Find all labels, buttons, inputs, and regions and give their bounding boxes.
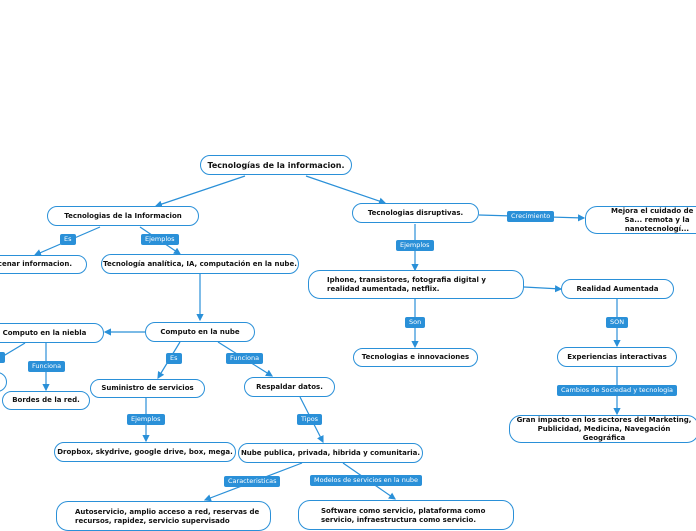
node-tec-innov[interactable]: Tecnologias e innovaciones	[353, 348, 478, 367]
node-bordes[interactable]: Bordes de la red.	[2, 391, 90, 410]
node-respaldar[interactable]: Respaldar datos.	[244, 377, 335, 397]
node-mejora[interactable]: Mejora el cuidado de la Sa... remota y l…	[585, 206, 696, 234]
label-son-2[interactable]: SON	[606, 317, 629, 328]
node-iphone[interactable]: Iphone, transistores, fotografia digital…	[308, 270, 524, 299]
label-es-2[interactable]: Es	[166, 353, 182, 364]
label-ejemplos-2[interactable]: Ejemplos	[396, 240, 434, 251]
node-realidad[interactable]: Realidad Aumentada	[561, 279, 674, 299]
label-funciona-2[interactable]: Funciona	[28, 361, 66, 372]
node-nube-tipos[interactable]: Nube publica, privada, hibrida y comunit…	[238, 443, 423, 463]
label-ejemplos-1[interactable]: Ejemplos	[141, 234, 179, 245]
label-partial-left[interactable]	[0, 352, 5, 363]
node-software[interactable]: Software como servicio, plataforma como …	[298, 500, 514, 530]
node-gran-impacto[interactable]: Gran impacto en los sectores del Marketi…	[509, 415, 696, 443]
node-analitica[interactable]: Tecnología analítica, IA, computación en…	[101, 254, 299, 274]
label-funciona-1[interactable]: Funciona	[226, 353, 264, 364]
node-suministro[interactable]: Suministro de servicios	[90, 379, 205, 398]
label-tipos[interactable]: Tipos	[297, 414, 323, 425]
node-dropbox[interactable]: Dropbox, skydrive, google drive, box, me…	[54, 442, 236, 462]
node-experiencias[interactable]: Experiencias interactivas	[557, 347, 677, 367]
node-computo-nube[interactable]: Computo en la nube	[145, 322, 255, 342]
label-es-1[interactable]: Es	[60, 234, 76, 245]
label-modelos[interactable]: Modelos de servicios en la nube	[310, 475, 423, 486]
label-crecimiento[interactable]: Crecimiento	[507, 211, 555, 222]
label-ejemplos-3[interactable]: Ejemplos	[127, 414, 165, 425]
node-tec-info[interactable]: Tecnologias de la Informacion	[47, 206, 199, 226]
node-computo-niebla[interactable]: Computo en la niebla	[0, 323, 104, 343]
node-autoservicio[interactable]: Autoservicio, amplio acceso a red, reser…	[56, 501, 271, 531]
node-almacenar[interactable]: ...nacenar informacion.	[0, 255, 87, 274]
node-root[interactable]: Tecnologías de la informacion.	[200, 155, 352, 175]
label-cambios[interactable]: Cambios de Sociedad y tecnologia	[557, 385, 678, 396]
label-son[interactable]: Son	[405, 317, 426, 328]
node-tec-disruptivas[interactable]: Tecnologias disruptivas.	[352, 203, 479, 223]
label-caracteristicas[interactable]: Caracteristicas	[224, 476, 281, 487]
